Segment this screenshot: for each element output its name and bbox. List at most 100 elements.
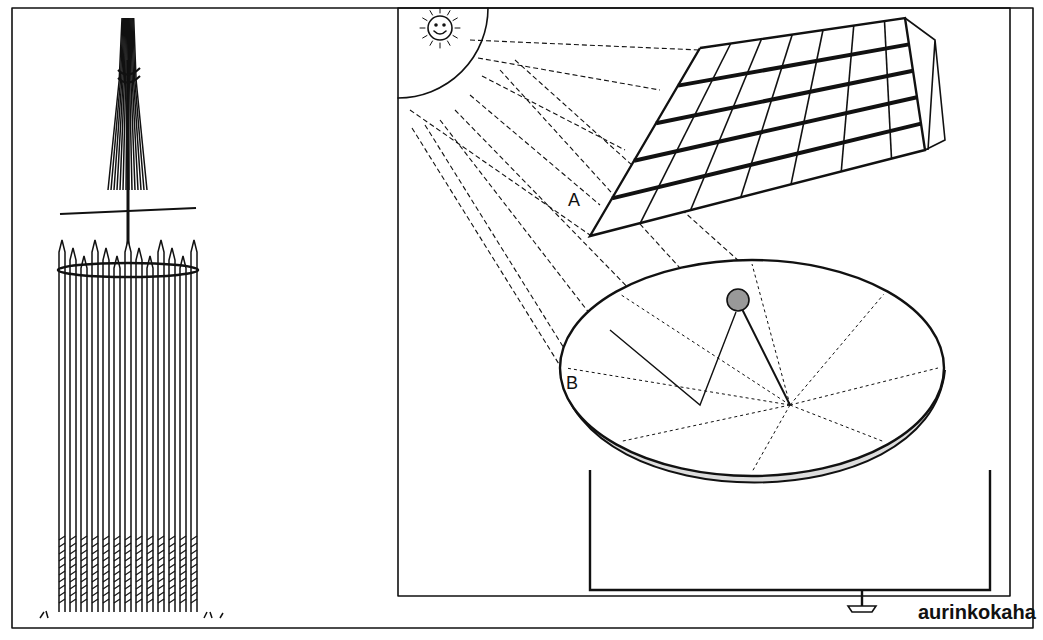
shading	[180, 599, 186, 603]
sun-beam	[440, 43, 441, 48]
shading	[70, 550, 76, 554]
shading	[191, 599, 197, 603]
shading	[158, 578, 164, 582]
shading	[59, 592, 65, 596]
shading	[70, 557, 76, 561]
shading	[169, 543, 175, 547]
sun-beam	[455, 28, 460, 29]
shading	[125, 536, 131, 540]
shading	[92, 592, 98, 596]
shading	[147, 550, 153, 554]
shading	[125, 578, 131, 582]
shading	[59, 564, 65, 568]
shading	[103, 543, 109, 547]
fence-stake	[180, 256, 186, 612]
shading	[125, 592, 131, 596]
shading	[81, 592, 87, 596]
shading	[136, 550, 142, 554]
manifold	[905, 18, 945, 150]
shading	[70, 578, 76, 582]
shading	[147, 557, 153, 561]
fence-stake	[136, 248, 142, 612]
shading	[180, 592, 186, 596]
shading	[125, 564, 131, 568]
dish-rim	[560, 260, 944, 476]
sun-beam	[423, 18, 427, 21]
shading	[147, 564, 153, 568]
shading	[92, 571, 98, 575]
shading	[81, 557, 87, 561]
shading	[59, 571, 65, 575]
shading	[70, 585, 76, 589]
shading	[92, 536, 98, 540]
shading	[114, 564, 120, 568]
shading	[158, 564, 164, 568]
shading	[114, 592, 120, 596]
shading	[81, 550, 87, 554]
cell-divider	[741, 35, 793, 198]
fence-stake	[158, 240, 164, 612]
shading	[180, 550, 186, 554]
shading	[81, 571, 87, 575]
shading	[59, 543, 65, 547]
shading	[92, 564, 98, 568]
receiver-rod	[740, 305, 790, 405]
shading	[59, 557, 65, 561]
shading	[158, 543, 164, 547]
shading	[136, 564, 142, 568]
shading	[191, 564, 197, 568]
shading	[103, 550, 109, 554]
dish-rib	[752, 264, 790, 405]
shading	[59, 599, 65, 603]
shading	[92, 599, 98, 603]
shading	[169, 536, 175, 540]
shading	[70, 564, 76, 568]
shading	[136, 578, 142, 582]
shading	[180, 536, 186, 540]
binding-ring	[58, 263, 198, 277]
shading	[158, 571, 164, 575]
fence-stake	[191, 240, 197, 612]
sun-beam	[440, 8, 441, 13]
shading	[180, 543, 186, 547]
shading	[81, 578, 87, 582]
outer-frame	[12, 8, 1033, 628]
shading	[70, 592, 76, 596]
shading	[70, 599, 76, 603]
sun-beam	[453, 18, 457, 21]
sun-arc	[398, 8, 488, 98]
stand-foot	[848, 606, 876, 612]
shading	[136, 599, 142, 603]
shading	[103, 585, 109, 589]
dish-collector	[560, 260, 990, 612]
shading	[191, 543, 197, 547]
straw-bundle	[134, 18, 147, 190]
shading	[125, 599, 131, 603]
shading	[125, 585, 131, 589]
shading	[125, 571, 131, 575]
sun-ray	[412, 128, 600, 430]
shading	[169, 599, 175, 603]
shading	[191, 550, 197, 554]
reflected-ray	[610, 312, 736, 405]
sun-beam	[430, 11, 433, 15]
shading	[103, 536, 109, 540]
cell-divider	[841, 26, 854, 172]
dish-rib	[620, 405, 790, 442]
dish-rib	[752, 405, 790, 472]
shading	[92, 543, 98, 547]
shading	[92, 578, 98, 582]
shading	[136, 543, 142, 547]
receiver	[727, 289, 749, 311]
shading	[114, 550, 120, 554]
shading	[147, 585, 153, 589]
sun-beam	[430, 41, 433, 45]
fence-stake	[92, 240, 98, 612]
fence-stake	[169, 248, 175, 612]
shading	[92, 557, 98, 561]
sun-beam	[448, 11, 451, 15]
shading	[114, 585, 120, 589]
cell-divider	[885, 21, 892, 159]
shading	[103, 557, 109, 561]
fence-stake	[59, 240, 65, 612]
